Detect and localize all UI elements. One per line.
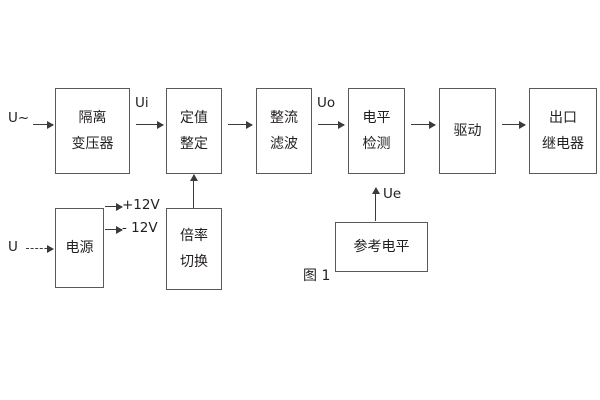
arrow-power-supply-positive-rail — [105, 206, 122, 208]
block-level-detection-line2: 检测 — [362, 135, 391, 152]
signal-label-uo: Uo — [317, 95, 336, 111]
block-reference-level-line1: 参考电平 — [353, 238, 410, 255]
arrow-input-to-power-supply — [26, 248, 52, 249]
signal-label-ue: Ue — [383, 186, 402, 202]
block-setting-value-line1: 定值 — [180, 109, 208, 126]
block-multiplier-switch: 倍率 切换 — [166, 208, 222, 290]
block-output-relay-line1: 出口 — [549, 109, 577, 126]
block-setting-value: 定值 整定 — [166, 88, 222, 174]
block-power-supply-line1: 电源 — [65, 239, 94, 256]
block-isolation-transformer: 隔离 变压器 — [55, 88, 130, 174]
block-rectify-filter-line2: 滤波 — [270, 135, 298, 152]
arrow-power-supply-negative-rail — [105, 229, 122, 231]
block-reference-level: 参考电平 — [335, 222, 428, 272]
block-power-supply: 电源 — [55, 208, 104, 288]
arrow-isolation-transformer-to-setting-value — [136, 124, 163, 126]
arrow-level-detection-to-drive — [411, 124, 435, 126]
block-output-relay: 出口 继电器 — [529, 88, 597, 174]
block-output-relay-line2: 继电器 — [542, 135, 584, 152]
block-isolation-transformer-line1: 隔离 — [78, 109, 107, 126]
block-drive: 驱动 — [439, 88, 496, 174]
block-level-detection: 电平 检测 — [348, 88, 405, 174]
block-multiplier-switch-line2: 切换 — [180, 253, 208, 270]
signal-label-ui: Ui — [135, 95, 149, 111]
input-label-u-dc: U — [8, 239, 18, 255]
arrow-reference-level-to-level-detection — [375, 188, 377, 221]
figure-caption: 图 1 — [303, 268, 331, 284]
block-drive-line1: 驱动 — [453, 122, 482, 139]
block-isolation-transformer-line2: 变压器 — [71, 135, 114, 152]
arrow-drive-to-output-relay — [502, 124, 525, 126]
rail-label-negative-12v: - 12V — [122, 220, 158, 236]
arrow-rectify-filter-to-level-detection — [318, 124, 344, 126]
arrow-multiplier-switch-to-setting-value — [193, 175, 195, 208]
arrow-setting-value-to-rectify-filter — [228, 124, 252, 126]
input-label-u-ac: U~ — [8, 110, 30, 126]
block-rectify-filter: 整流 滤波 — [256, 88, 312, 174]
rail-label-positive-12v: +12V — [122, 197, 160, 213]
arrow-input-to-isolation-transformer — [33, 124, 53, 126]
block-rectify-filter-line1: 整流 — [270, 109, 298, 126]
block-multiplier-switch-line1: 倍率 — [180, 227, 208, 244]
block-setting-value-line2: 整定 — [180, 135, 208, 152]
block-level-detection-line1: 电平 — [362, 109, 391, 126]
